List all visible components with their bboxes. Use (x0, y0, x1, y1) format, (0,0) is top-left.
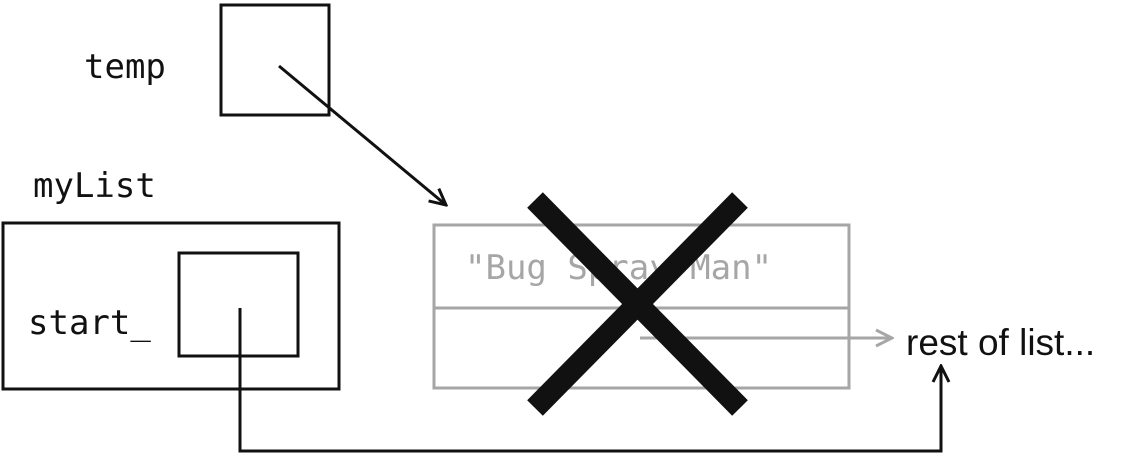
temp-label: temp (84, 47, 166, 87)
start-field-label: start_ (28, 303, 151, 343)
mylist-label: myList (33, 166, 156, 206)
deleted-node: "Bug Spray Man" (432, 223, 892, 390)
rest-of-list-label: rest of list... (906, 322, 1095, 363)
mylist-object-box (1, 221, 341, 391)
temp-pointer-box (219, 3, 331, 117)
delete-x-mark (527, 192, 748, 416)
temp-to-node-arrow (278, 64, 446, 205)
start-to-rest-arrow (238, 308, 941, 453)
